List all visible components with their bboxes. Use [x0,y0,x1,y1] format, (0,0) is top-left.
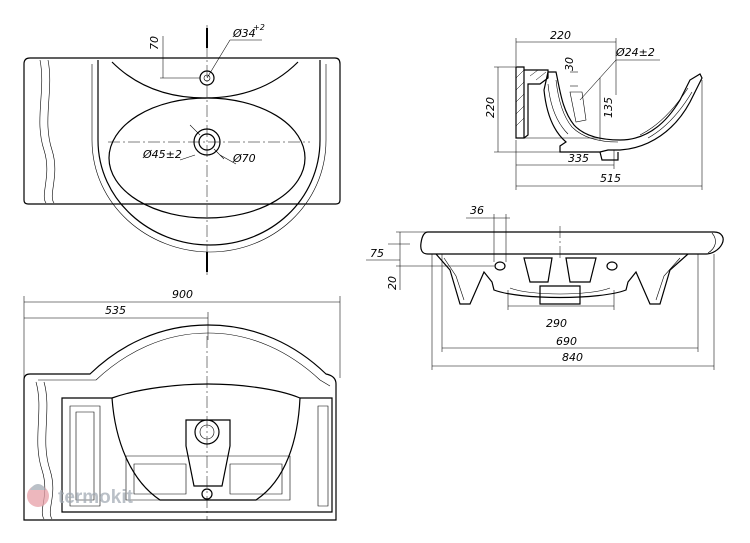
dim-depth-inner: 335 [568,152,589,165]
dim-overflow-offset: 30 [563,57,576,71]
section-hatching [515,69,547,127]
dim-mount-height: 20 [386,276,399,290]
dim-drain-outer: Ø70 [232,152,256,165]
dim-mount-hole: 36 [470,204,484,217]
dim-tap-hole-tol: +2 [253,23,265,32]
watermark-drop-icon [27,485,49,507]
dim-overflow-hole: Ø24±2 [615,46,655,59]
dim-drain-hole: Ø45±2 [142,148,182,161]
dim-drain-width: 290 [546,317,567,330]
top-view: 70 Ø34 +2 Ø45±2 Ø70 [23,23,341,275]
watermark-brand: termokit [58,487,134,508]
dim-rim-offset: 75 [370,247,384,260]
watermark-logo: termokit [27,484,134,508]
dim-width-total: 900 [172,288,193,301]
dim-overflow-height: 135 [602,97,615,118]
dim-tap-hole: Ø34 [232,27,256,40]
side-section-view: 220 30 Ø24±2 220 135 335 515 [484,29,703,190]
bottom-view: 900 535 [23,288,341,521]
dim-width-half: 535 [105,304,126,317]
dim-tap-offset: 70 [148,36,161,50]
dim-bowl-width: 690 [556,335,577,348]
dim-base-width: 840 [562,351,583,364]
dim-width-top: 220 [550,29,571,42]
dim-height: 220 [484,97,497,118]
dim-depth-total: 515 [600,172,621,185]
front-view: 36 75 20 290 690 840 [366,204,724,370]
